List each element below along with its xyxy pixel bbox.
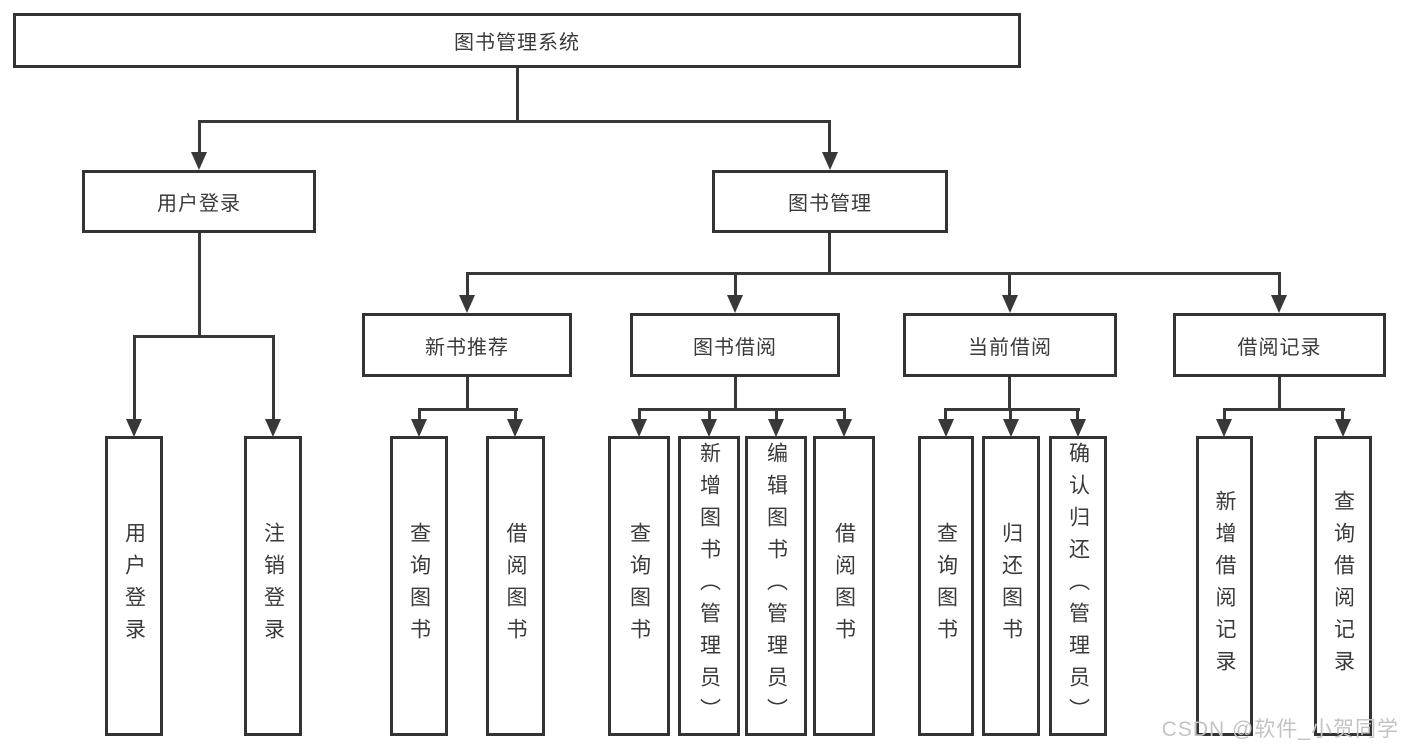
node-borrowing-records: 借阅记录 (1173, 313, 1386, 377)
connector-vline (828, 120, 831, 152)
connector-hline (638, 408, 846, 411)
connector-vline (1008, 272, 1011, 295)
connector-vline (734, 272, 737, 295)
node-root: 图书管理系统 (13, 13, 1021, 68)
connector-arrowhead (265, 419, 281, 437)
leaf-confirm-return-admin: 确认归还（管理员） (1049, 436, 1107, 736)
leaf-return-books: 归还图书 (982, 436, 1040, 736)
connector-arrowhead (126, 419, 142, 437)
connector-vline (1008, 377, 1011, 408)
leaf-add-borrow-record: 新增借阅记录 (1196, 436, 1253, 736)
node-user-login: 用户登录 (82, 170, 316, 233)
connector-arrowhead (701, 419, 717, 437)
connector-vline (133, 335, 136, 419)
connector-vline (466, 377, 469, 408)
connector-vline (1223, 408, 1226, 419)
connector-arrowhead (1002, 295, 1018, 313)
connector-vline (944, 408, 947, 419)
leaf-query-books-borrowing: 查询图书 (608, 436, 670, 736)
connector-vline (734, 377, 737, 408)
connector-vline (466, 272, 469, 295)
leaf-query-books-current: 查询图书 (918, 436, 974, 736)
connector-arrowhead (1003, 419, 1019, 437)
connector-arrowhead (191, 152, 207, 170)
connector-vline (516, 68, 519, 120)
leaf-edit-books-admin: 编辑图书（管理员） (745, 436, 807, 736)
leaf-borrow-books-recommend: 借阅图书 (486, 436, 545, 736)
connector-vline (272, 335, 275, 419)
connector-vline (1076, 408, 1079, 419)
leaf-logout: 注销登录 (244, 436, 302, 736)
connector-arrowhead (459, 295, 475, 313)
connector-vline (1341, 408, 1344, 419)
connector-vline (638, 408, 641, 419)
connector-arrowhead (411, 419, 427, 437)
node-book-borrowing: 图书借阅 (630, 313, 840, 377)
connector-hline (466, 272, 1281, 275)
connector-arrowhead (1335, 419, 1351, 437)
connector-vline (775, 408, 778, 419)
connector-arrowhead (1271, 295, 1287, 313)
leaf-add-books-admin: 新增图书（管理员） (678, 436, 740, 736)
leaf-borrow-books-borrowing: 借阅图书 (813, 436, 875, 736)
csdn-watermark: CSDN @软件_小贺同学 (1161, 718, 1399, 741)
connector-vline (1278, 377, 1281, 408)
connector-vline (514, 408, 517, 419)
connector-vline (828, 233, 831, 272)
connector-vline (708, 408, 711, 419)
connector-vline (1278, 272, 1281, 295)
connector-vline (198, 233, 201, 335)
connector-arrowhead (938, 419, 954, 437)
leaf-query-books-recommend: 查询图书 (390, 436, 448, 736)
connector-arrowhead (768, 419, 784, 437)
connector-arrowhead (631, 419, 647, 437)
connector-vline (198, 120, 201, 152)
node-new-book-recommend: 新书推荐 (362, 313, 572, 377)
connector-hline (418, 408, 518, 411)
node-book-management: 图书管理 (712, 170, 948, 233)
connector-arrowhead (507, 419, 523, 437)
connector-vline (843, 408, 846, 419)
leaf-query-borrow-record: 查询借阅记录 (1314, 436, 1372, 736)
connector-arrowhead (1070, 419, 1086, 437)
connector-vline (418, 408, 421, 419)
connector-arrowhead (836, 419, 852, 437)
connector-arrowhead (727, 295, 743, 313)
connector-arrowhead (1216, 419, 1232, 437)
leaf-user-login: 用户登录 (105, 436, 163, 736)
connector-hline (944, 408, 1080, 411)
connector-arrowhead (822, 152, 838, 170)
connector-vline (1009, 408, 1012, 419)
node-current-borrowing: 当前借阅 (903, 313, 1117, 377)
connector-hline (1223, 408, 1345, 411)
connector-hline (198, 120, 831, 123)
connector-hline (133, 335, 275, 338)
